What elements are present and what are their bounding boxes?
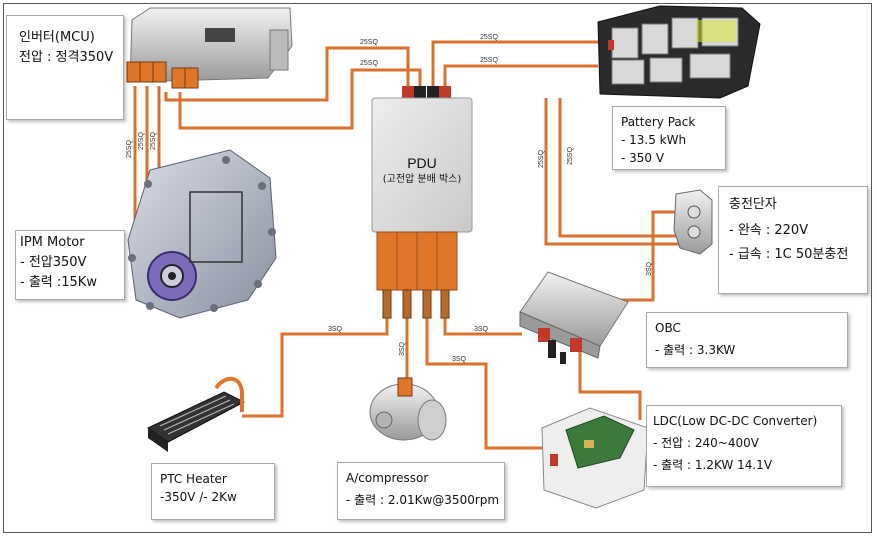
cable-obc (443, 318, 522, 336)
diagram-frame (3, 3, 872, 533)
cable-inverter-pdu-b (178, 68, 422, 130)
pdu-terminal-1 (402, 86, 414, 98)
cable-charge-obc (604, 210, 678, 302)
ldc-image (541, 407, 649, 509)
charge-port-fast: - 급속 : 1C 50분충전 (729, 247, 849, 262)
pdu-outlet-1 (376, 231, 398, 291)
compressor-power: - 출력 : 2.01Kw@3500rpm (346, 493, 500, 507)
pdu-outlet-3 (416, 231, 438, 291)
wire-label-charge-obc: 3SQ (646, 261, 653, 276)
ldc-title: LDC(Low DC-DC Converter) (653, 414, 818, 428)
inverter-label-box: 인버터(MCU) 전압 : 정격350V (6, 15, 124, 120)
battery-capacity: - 13.5 kWh (621, 133, 687, 147)
wire-label-inv-pdu-b: 25SQ (360, 60, 378, 67)
wire-label-bat-charge-b: 25SQ (567, 147, 574, 165)
charge-port-image (673, 189, 713, 255)
ipm-motor-label-box: IPM Motor - 전압350V - 출력 :15Kw (15, 230, 125, 300)
obc-title: OBC (655, 321, 681, 335)
cable-inverter-pdu-a (164, 46, 410, 102)
cable-ptc (242, 318, 389, 418)
pdu-box: PDU (고전압 분배 박스) (371, 86, 473, 319)
pdu-terminal-3 (427, 86, 439, 98)
ptc-label-box: PTC Heater -350V /- 2Kw (151, 463, 275, 520)
wire-label-obc: 3SQ (474, 326, 489, 333)
pdu-pin-3 (422, 289, 432, 319)
wire-label-inv-pdu-a: 25SQ (360, 39, 378, 46)
pdu-outlet-2 (396, 231, 418, 291)
compressor-label-box: A/compressor - 출력 : 2.01Kw@3500rpm (337, 462, 505, 520)
pdu-subtitle: (고전압 분배 박스) (383, 172, 462, 185)
wire-label-ldc: 3SQ (452, 356, 467, 363)
wire-label-motor-a: 25SQ (126, 140, 133, 158)
wire-label-motor-c: 25SQ (150, 132, 157, 150)
battery-voltage: - 350 V (621, 151, 665, 165)
compressor-image (369, 377, 447, 441)
ptc-title: PTC Heater (160, 472, 227, 486)
ptc-heater-image (147, 376, 246, 452)
wire-label-comp: 3SQ (399, 341, 406, 356)
wire-labels: 25SQ 25SQ 25SQ 25SQ 25SQ 25SQ 25SQ 25SQ … (126, 34, 653, 363)
charge-port-title: 충전단자 (729, 197, 777, 212)
wire-label-motor-b: 25SQ (138, 132, 145, 150)
obc-image (519, 271, 629, 364)
cable-battery-pdu-a (431, 40, 598, 88)
ipm-motor-voltage: - 전압350V (20, 255, 87, 270)
cable-battery-pdu-b (443, 64, 598, 88)
battery-pack-image (597, 5, 761, 99)
wire-label-bat-pdu-b: 25SQ (480, 57, 498, 64)
inverter-voltage: 전압 : 정격350V (19, 50, 114, 65)
ptc-spec: -350V /- 2Kw (160, 490, 237, 504)
wire-label-ptc: 3SQ (328, 326, 343, 333)
ldc-label-box: LDC(Low DC-DC Converter) - 전압 : 240~400V… (646, 405, 842, 487)
ipm-motor-title: IPM Motor (20, 235, 85, 250)
ipm-motor-image (127, 149, 277, 319)
wire-label-bat-pdu-a: 25SQ (480, 34, 498, 41)
pdu-pin-4 (440, 289, 450, 319)
pdu-outlet-4 (436, 231, 458, 291)
cable-ldc (425, 318, 546, 450)
wire-label-bat-charge-a: 25SQ (538, 150, 545, 168)
inverter-title: 인버터(MCU) (19, 30, 95, 45)
charge-port-slow: - 완속 : 220V (729, 223, 809, 238)
obc-power: - 출력 : 3.3KW (655, 343, 736, 357)
inverter-image (126, 7, 293, 89)
pdu-pin-1 (382, 289, 392, 319)
charge-port-label-box: 충전단자 - 완속 : 220V - 급속 : 1C 50분충전 (718, 186, 868, 294)
ldc-power: - 출력 : 1.2KW 14.1V (653, 458, 773, 472)
ipm-motor-power: - 출력 :15Kw (20, 275, 97, 290)
pdu-pin-2 (402, 289, 412, 319)
battery-label-box: Pattery Pack - 13.5 kWh - 350 V (612, 106, 726, 170)
obc-label-box: OBC - 출력 : 3.3KW (646, 312, 848, 368)
pdu-terminal-4 (439, 86, 451, 98)
compressor-title: A/compressor (346, 471, 429, 485)
ldc-voltage: - 전압 : 240~400V (653, 436, 759, 450)
cable-obc-ldc (578, 345, 642, 420)
battery-title: Pattery Pack (621, 115, 696, 129)
pdu-title: PDU (407, 155, 437, 171)
pdu-terminal-2 (414, 86, 426, 98)
